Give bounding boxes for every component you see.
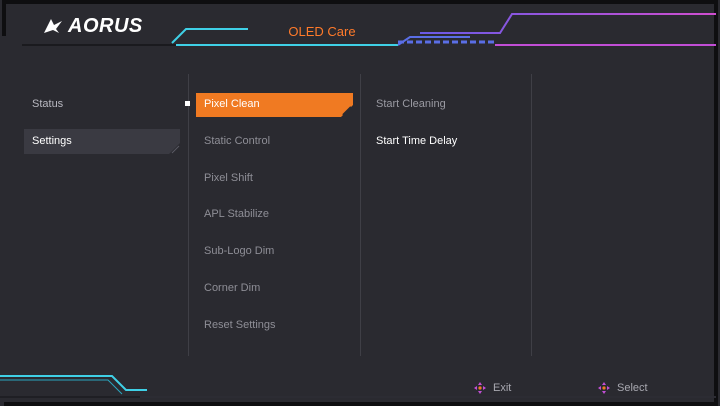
submenu-item-sub-logo-dim[interactable]: Sub-Logo Dim xyxy=(204,245,275,257)
selection-highlight xyxy=(24,129,180,154)
menu-item-settings[interactable]: Settings xyxy=(32,135,72,147)
menu-item-status[interactable]: Status xyxy=(32,98,64,110)
aorus-logo: AORUS xyxy=(42,13,143,39)
active-highlight xyxy=(196,93,353,117)
submenu-item-pixel-clean[interactable]: Pixel Clean xyxy=(204,98,260,110)
submenu-item-corner-dim[interactable]: Corner Dim xyxy=(204,282,261,294)
column-divider xyxy=(188,74,189,356)
aorus-eagle-icon xyxy=(44,19,62,33)
footer-select-hint[interactable]: Select xyxy=(597,381,648,395)
exit-label: Exit xyxy=(493,382,512,394)
footer-exit-hint[interactable]: Exit xyxy=(473,381,511,395)
submenu-item-static-control[interactable]: Static Control xyxy=(204,135,271,147)
menu-title: OLED Care xyxy=(288,24,356,39)
selection-marker xyxy=(185,101,190,106)
option-start-time-delay[interactable]: Start Time Delay xyxy=(376,135,458,147)
column-divider xyxy=(360,74,361,356)
joystick-dpad-icon xyxy=(474,382,486,394)
column-divider xyxy=(531,74,532,356)
submenu-item-reset-settings[interactable]: Reset Settings xyxy=(204,319,276,331)
submenu-item-pixel-shift[interactable]: Pixel Shift xyxy=(204,172,253,184)
joystick-dpad-icon xyxy=(598,382,610,394)
select-label: Select xyxy=(617,382,648,394)
brand-name: AORUS xyxy=(68,14,143,37)
submenu-item-apl-stabilize[interactable]: APL Stabilize xyxy=(204,208,270,220)
option-start-cleaning[interactable]: Start Cleaning xyxy=(376,98,446,110)
